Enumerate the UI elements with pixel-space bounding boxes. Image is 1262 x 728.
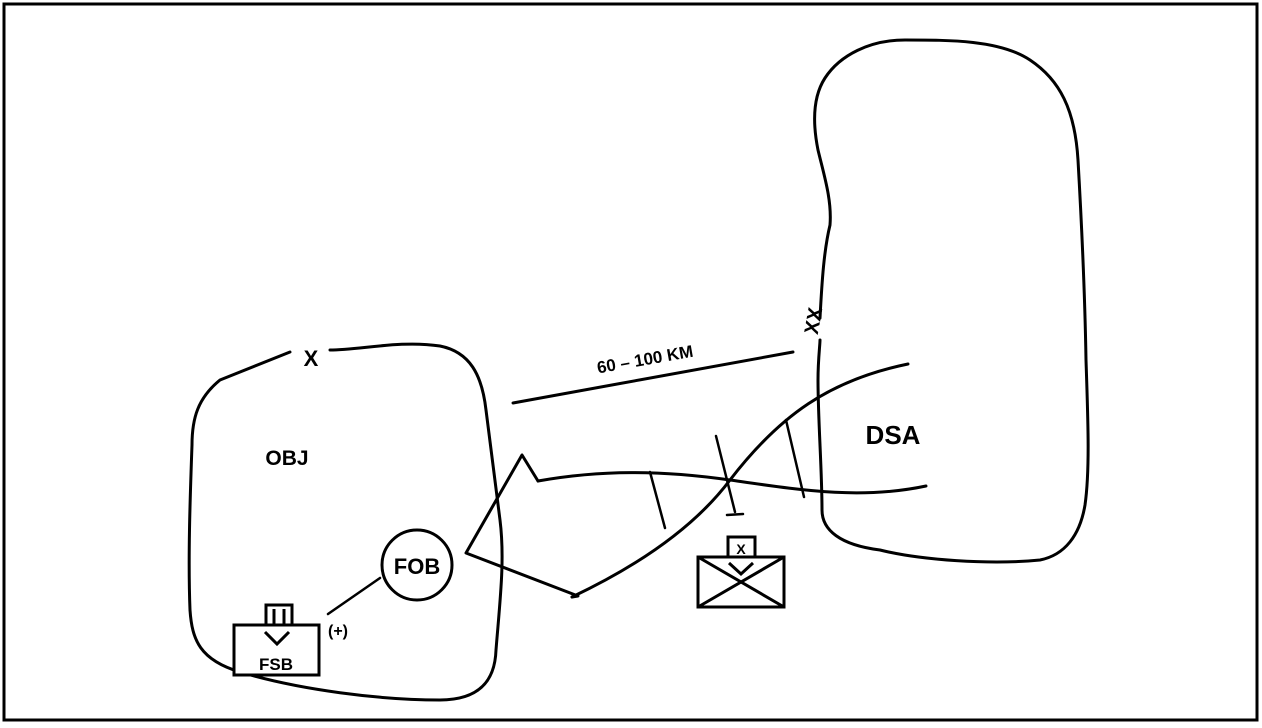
route-tick-2 <box>784 418 806 499</box>
fsb-fob-connector <box>326 576 382 616</box>
division-boundary-label: XX <box>801 305 827 336</box>
fsb-label: FSB <box>259 655 293 674</box>
augmentation-label: (+) <box>328 623 348 640</box>
route-line-lower <box>536 471 928 495</box>
objective-label: OBJ <box>265 447 308 470</box>
fob-label: FOB <box>394 554 440 579</box>
objective-area-outline <box>187 342 504 702</box>
route-tick-1 <box>648 470 667 530</box>
axis-arrow <box>464 453 580 599</box>
distance-line <box>511 350 795 405</box>
dsa-label: DSA <box>866 420 921 450</box>
rear-boundary-line <box>714 434 737 514</box>
brigade-echelon-label: X <box>736 541 746 557</box>
division-support-area-outline <box>813 38 1090 564</box>
fob-circle <box>380 528 454 602</box>
brigade-boundary-label: X <box>304 346 319 371</box>
rear-boundary-tee <box>725 512 745 517</box>
brigade-unit-symbol <box>696 535 786 609</box>
fsb-unit-symbol <box>232 603 321 677</box>
